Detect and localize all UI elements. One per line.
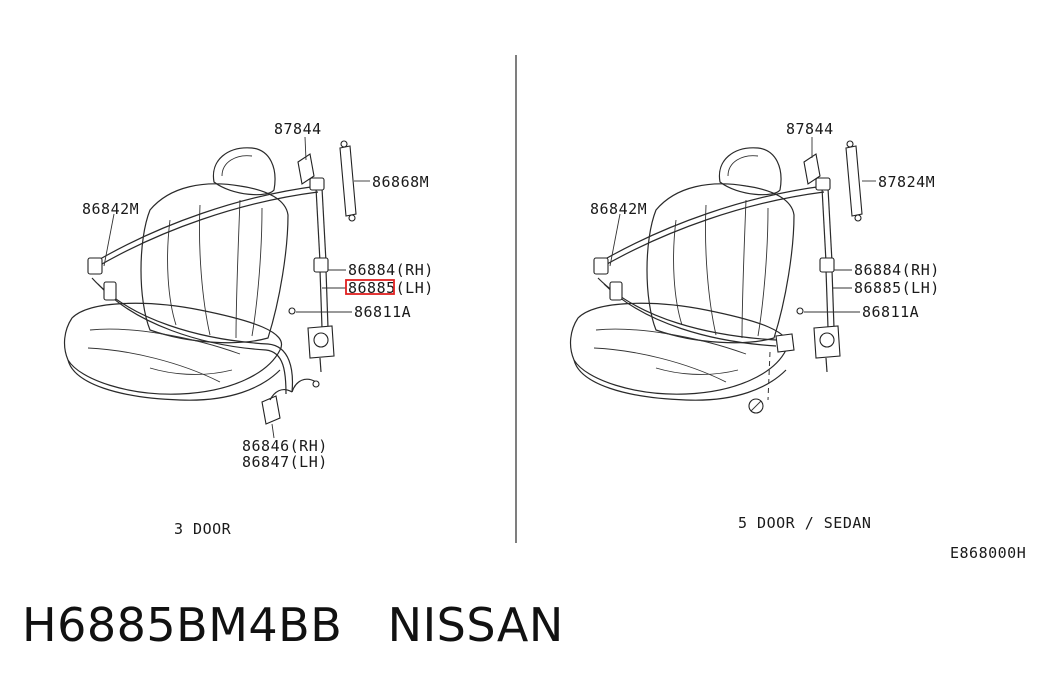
right-belt-assembly — [593, 140, 863, 414]
label-87844-right: 87844 — [786, 120, 834, 138]
label-87844-left: 87844 — [274, 120, 322, 138]
label-86842m-right: 86842M — [590, 200, 647, 218]
figure-code: E868000H — [950, 544, 1026, 562]
label-86811a-left: 86811A — [354, 303, 411, 321]
label-86811a-right: 86811A — [862, 303, 919, 321]
label-86885-right: 86885(LH) — [854, 279, 940, 297]
caption-3-door: 3 DOOR — [174, 520, 232, 538]
left-leader-lines — [103, 136, 370, 439]
part-highlight-box — [345, 279, 395, 295]
label-86842m-left: 86842M — [82, 200, 139, 218]
footer-title: H6885BM4BB NISSAN — [22, 598, 564, 652]
right-leader-lines — [609, 137, 876, 313]
label-86884-right: 86884(RH) — [854, 261, 940, 279]
label-86884-left: 86884(RH) — [348, 261, 434, 279]
left-belt-assembly — [87, 140, 357, 425]
brand-name: NISSAN — [387, 598, 564, 652]
part-number: H6885BM4BB — [22, 598, 343, 652]
caption-5-door-sedan: 5 DOOR / SEDAN — [738, 514, 871, 532]
label-87824m: 87824M — [878, 173, 935, 191]
label-86868m: 86868M — [372, 173, 429, 191]
label-86847: 86847(LH) — [242, 453, 328, 471]
label-86885-left: 86885(LH) — [348, 279, 434, 297]
label-86846: 86846(RH) — [242, 437, 328, 455]
